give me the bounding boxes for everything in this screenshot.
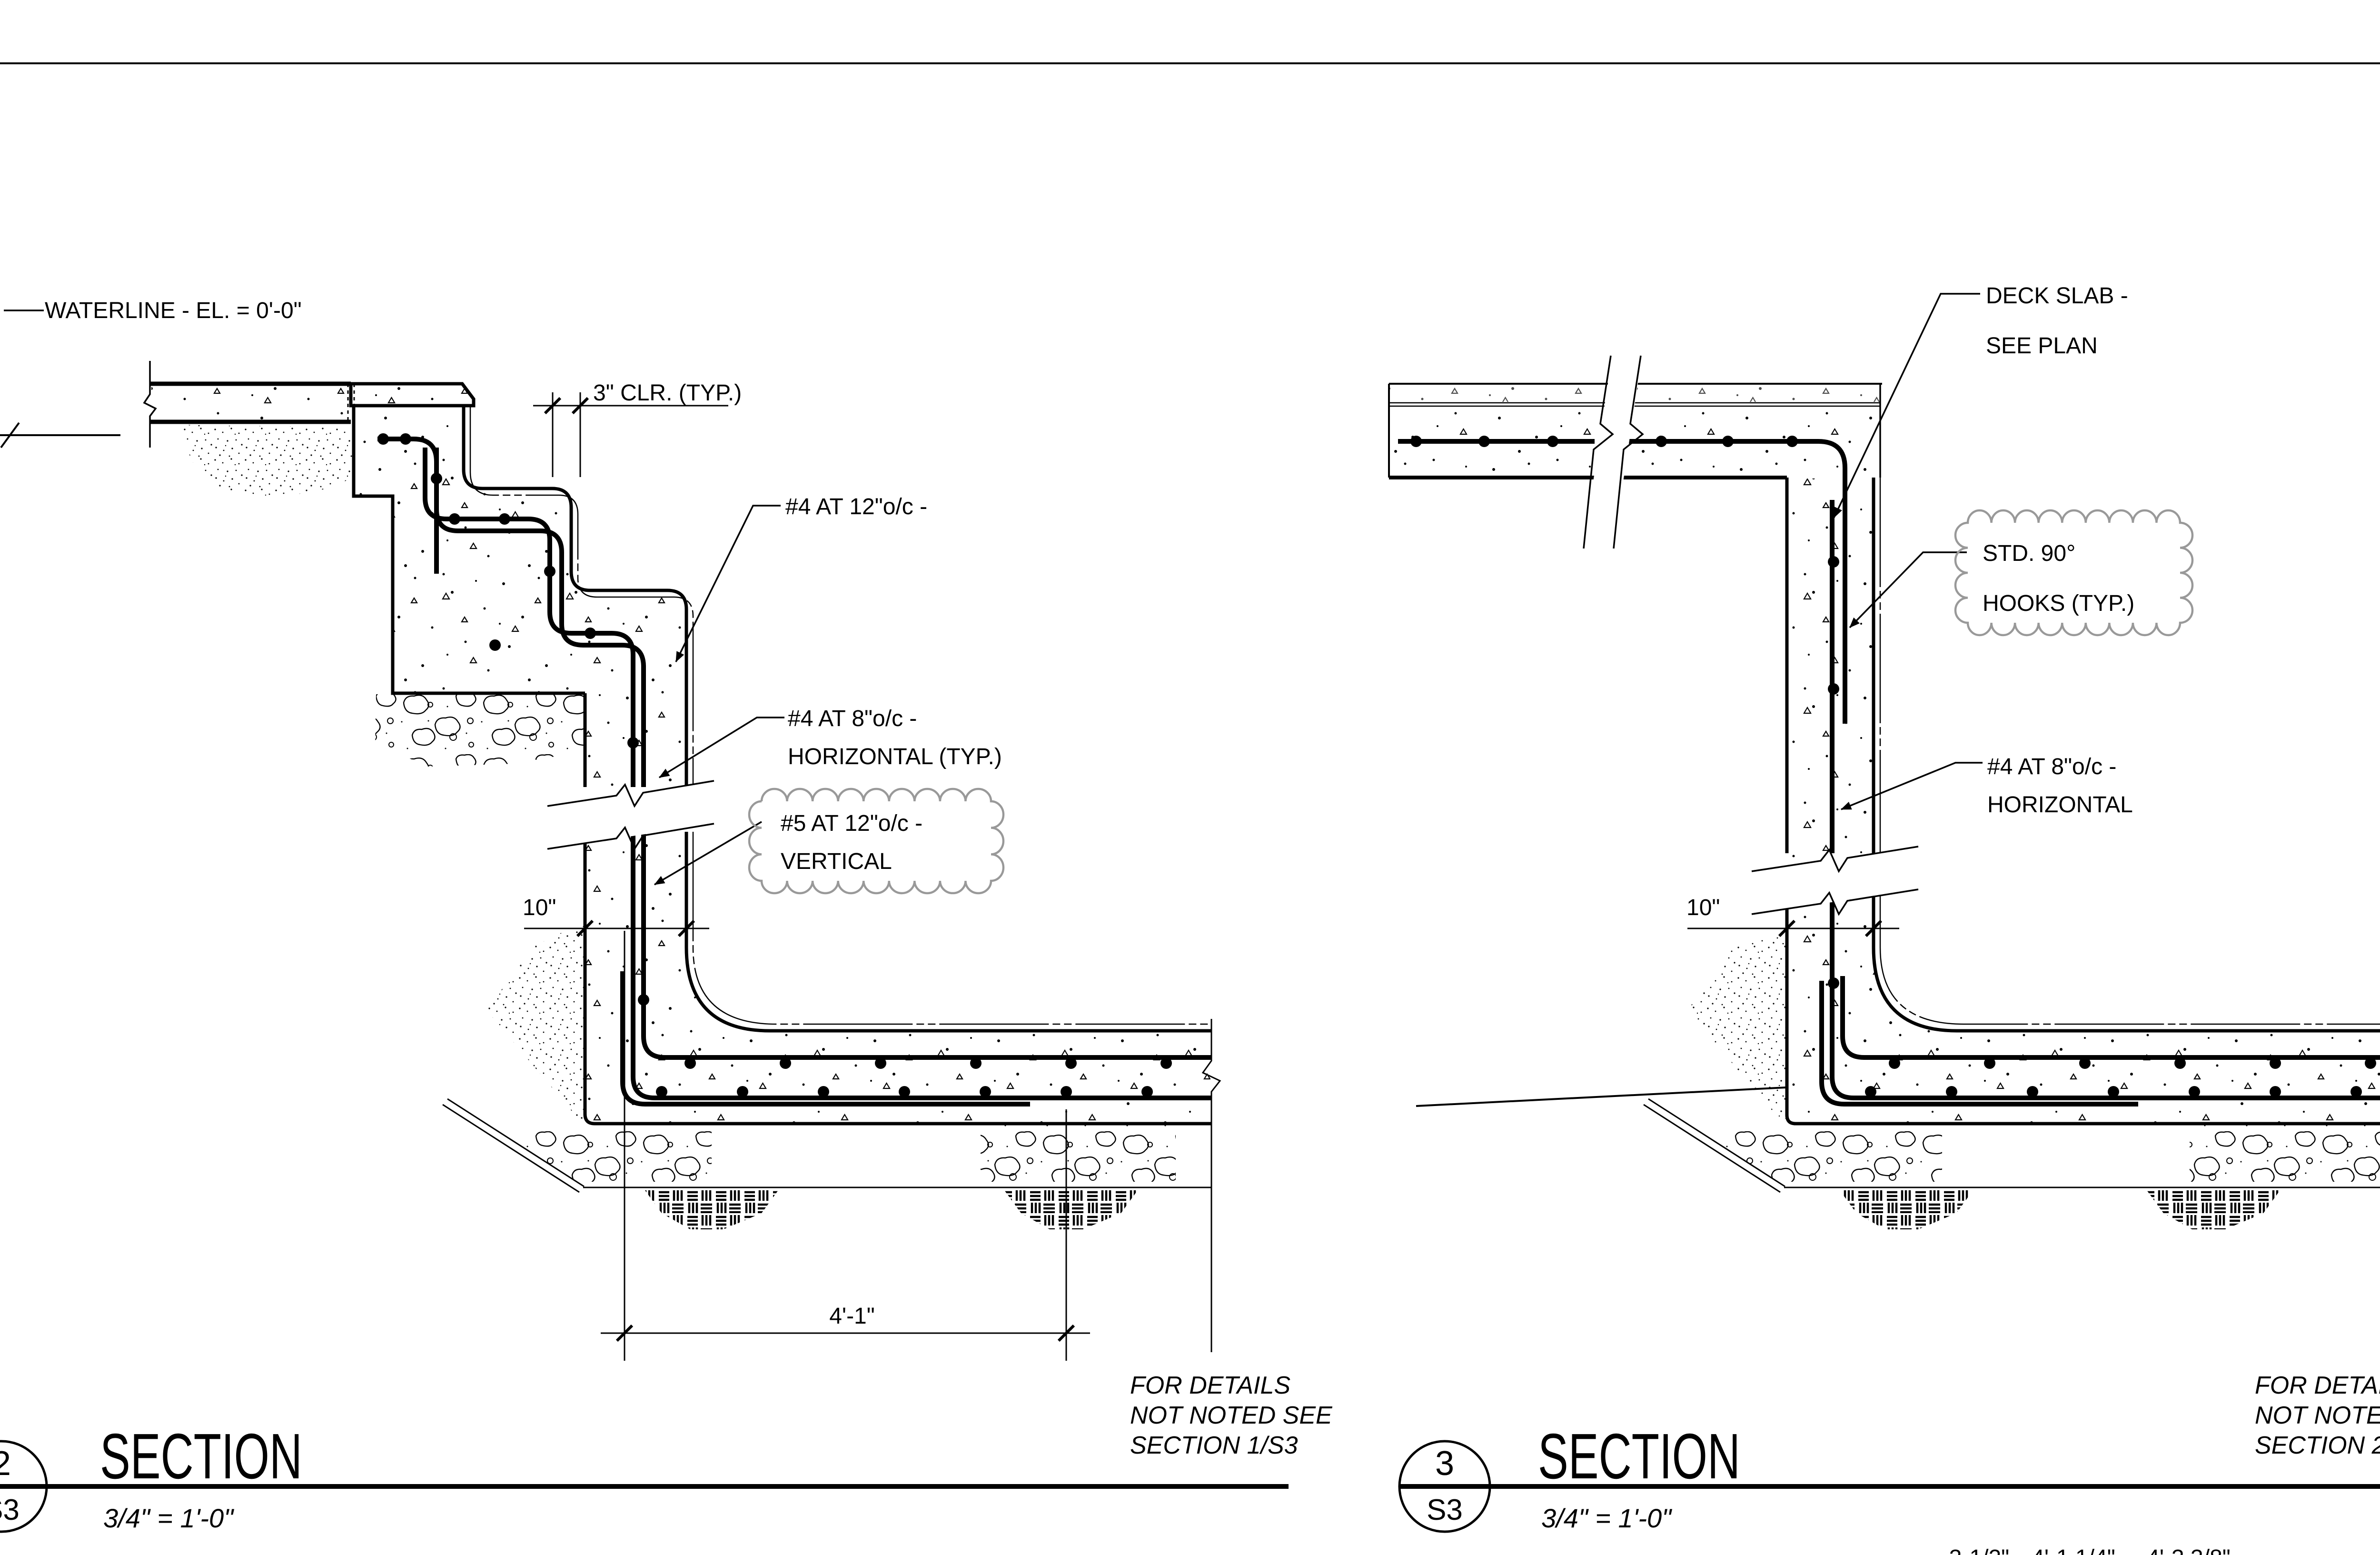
section-scale-right: 3/4" = 1'-0" — [1541, 1503, 1672, 1533]
bottom-dim-1: 3-1/2" — [1949, 1545, 2009, 1555]
geotextile-1 — [645, 1190, 778, 1229]
detail-number-left: 2 — [0, 1445, 11, 1483]
wall-outline-right-right-section — [1872, 478, 2380, 1033]
detail-number-right: 3 — [1435, 1445, 1454, 1483]
slab-break-mask — [1584, 364, 1641, 545]
gravel-patch-2-right — [2190, 1125, 2380, 1182]
gravel-patch-1 — [490, 1126, 712, 1182]
excavation-line-2 — [442, 1104, 580, 1193]
waterline-slash — [0, 422, 20, 449]
revision-cloud — [748, 787, 1005, 895]
rebar5-label-1: #5 AT 12"o/c - — [781, 811, 922, 836]
details-line-3: SECTION 1/S3 — [1130, 1432, 1298, 1459]
details-right-line-1: FOR DETAILS — [2255, 1372, 2380, 1399]
wall-break-mask-right — [1752, 847, 1918, 914]
excavation-line-1-right — [1648, 1098, 1785, 1187]
geotextile-2-right — [2147, 1190, 2280, 1229]
grade-line-right — [1416, 1087, 1786, 1107]
section-title-left: SECTION — [100, 1420, 302, 1492]
rebar-dots-right — [1410, 436, 2376, 1097]
clr-label: 3" CLR. (TYP.) — [593, 380, 742, 406]
leaders-left — [654, 505, 784, 886]
details-right-line-2: NOT NOTED SEE — [2255, 1402, 2380, 1429]
rebar12-label: #4 AT 12"o/c - — [785, 494, 927, 519]
wall-break-line-2-right — [1751, 888, 1919, 916]
dim10-label-right: 10" — [1686, 895, 1720, 920]
slab-break-line-1 — [1583, 355, 1614, 549]
deck-label-1: DECK SLAB - — [1986, 283, 2128, 309]
hooks-label-2: HOOKS (TYP.) — [1983, 591, 2134, 616]
details-note-right: FOR DETAILS NOT NOTED SEE SECTION 2/S3 — [2255, 1372, 2380, 1459]
bottom-dim-2: 4'-1 1/4" — [2032, 1545, 2115, 1555]
rebar-dots — [377, 433, 1172, 1097]
rebar5-label-2: VERTICAL — [781, 849, 892, 874]
deck-label-2: SEE PLAN — [1986, 333, 2098, 359]
excavation-line-2-right — [1643, 1104, 1781, 1193]
bottom-dim-3: 4'-3 3/8" — [2147, 1545, 2231, 1555]
rebar-bars-right — [1398, 439, 2380, 1106]
backfill-sand-right — [1687, 933, 1786, 1119]
liner-line — [469, 406, 1211, 1025]
waterline-label: WATERLINE - EL. = 0'-0" — [45, 298, 302, 323]
footing-cut-line — [1201, 1019, 1221, 1352]
wall-break-line-1 — [547, 780, 714, 808]
geotextile-2 — [1004, 1190, 1138, 1229]
gravel-bed — [375, 694, 584, 767]
geotextile-1-right — [1840, 1190, 1973, 1229]
details-line-1: FOR DETAILS — [1130, 1372, 1290, 1399]
details-right-line-3: SECTION 2/S3 — [2255, 1432, 2380, 1459]
leaders-right — [1833, 293, 1983, 810]
coping-concrete — [352, 385, 473, 405]
detail-sheet-left: S3 — [0, 1494, 20, 1526]
detail-sheet-right: S3 — [1427, 1494, 1463, 1526]
wall-outline-left — [352, 406, 585, 695]
details-line-2: NOT NOTED SEE — [1130, 1402, 1333, 1429]
slab-break-line-2 — [1613, 355, 1644, 549]
liner-line-right — [1879, 478, 2380, 1025]
deck-slab-concrete — [151, 385, 350, 421]
section-title-right: SECTION — [1538, 1420, 1740, 1492]
details-note-left: FOR DETAILS NOT NOTED SEE SECTION 1/S3 — [1130, 1372, 1333, 1459]
backfill-sand-upper — [182, 425, 353, 496]
wall-break-line-2 — [547, 823, 714, 851]
wall-break-line-1-right — [1751, 846, 1919, 873]
gravel-patch-1-right — [1691, 1126, 1942, 1182]
bottom-dims: 3-1/2" 4'-1 1/4" 4'-3 3/8" — [1949, 1545, 2231, 1555]
rebar8-right-label-1: #4 AT 8"o/c - — [1987, 754, 2116, 779]
excavation-line-1 — [447, 1098, 585, 1187]
rebar8-right-label-2: HORIZONTAL — [1987, 792, 2133, 817]
backfill-sand-lower — [486, 921, 585, 1119]
rebar8-label-2: HORIZONTAL (TYP.) — [788, 744, 1002, 769]
dim10-label: 10" — [523, 895, 556, 920]
wall-break-mask — [547, 781, 714, 849]
hooks-label-1: STD. 90° — [1983, 541, 2075, 566]
gravel-patch-2 — [981, 1125, 1176, 1182]
revision-cloud-right — [1954, 509, 2194, 637]
wall-outline-left-right-section — [1785, 478, 2380, 1126]
coping-outline — [349, 382, 476, 408]
wall-outline-left-lower — [583, 693, 1211, 1126]
section-scale-left: 3/4" = 1'-0" — [103, 1503, 234, 1533]
dim41-label: 4'-1" — [829, 1304, 875, 1329]
slab-break-line — [143, 361, 157, 448]
wall-outline-right — [462, 406, 1211, 1033]
rebar8-label-1: #4 AT 8"o/c - — [788, 706, 917, 731]
